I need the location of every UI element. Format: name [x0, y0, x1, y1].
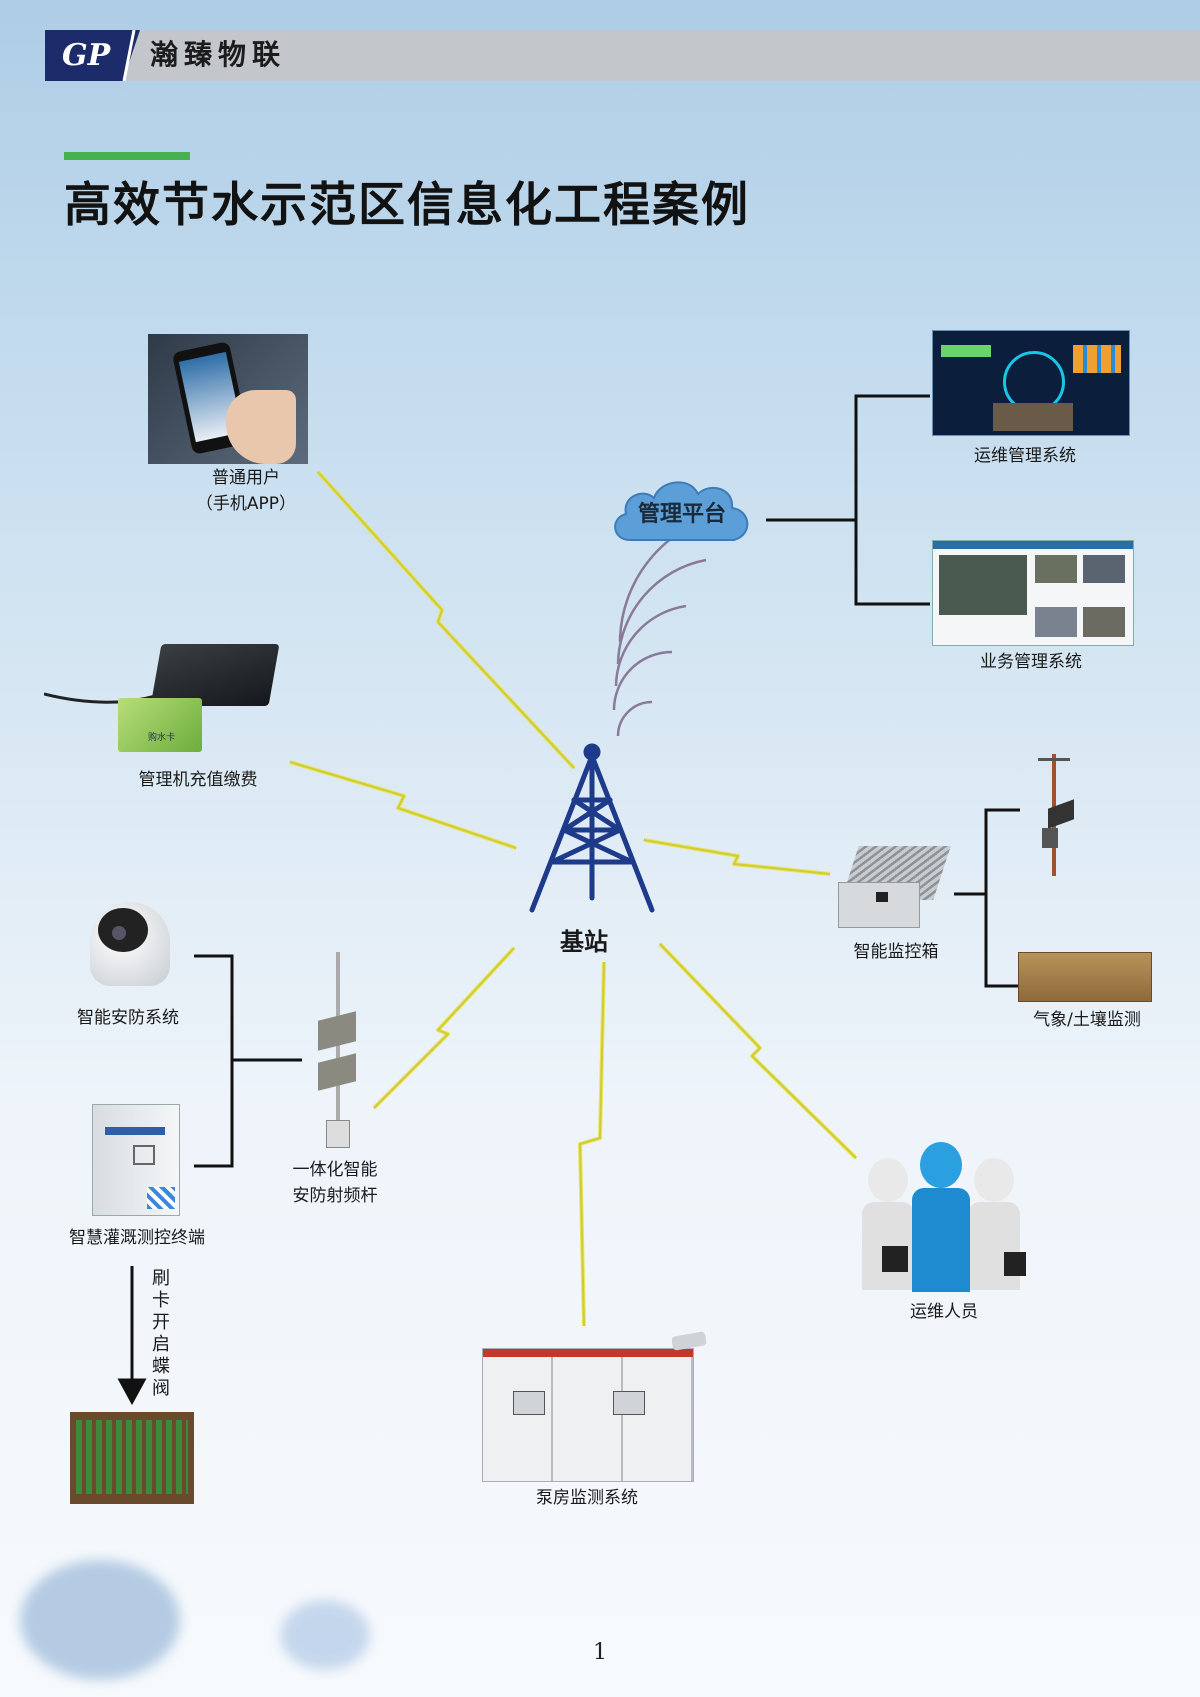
- link-mobile: [316, 470, 576, 770]
- card-reader-cable: [44, 692, 163, 704]
- ops-system-screenshot: [932, 330, 1130, 436]
- header-bar: [45, 30, 1200, 81]
- link-recharge: [289, 760, 517, 850]
- platform-bracket: [766, 394, 930, 606]
- valve-arrow: [117, 1266, 147, 1406]
- security-system-label: 智能安防系统: [77, 1008, 179, 1028]
- water-splash: [280, 1600, 370, 1670]
- link-staff: [658, 942, 858, 1160]
- pump-camera-image: [672, 1328, 712, 1354]
- ops-staff-image: [862, 1142, 1026, 1292]
- business-system-label: 业务管理系统: [980, 652, 1082, 672]
- irrigation-terminal-label: 智慧灌溉测控终端: [69, 1228, 205, 1248]
- link-rf-pole: [372, 946, 516, 1110]
- security-camera-image: [86, 898, 182, 994]
- rf-pole-sublabel: 安防射频杆: [292, 1186, 378, 1206]
- mobile-user-sublabel: （手机APP）: [195, 494, 297, 514]
- swipe-valve-label: 刷卡开启蝶阀: [152, 1268, 170, 1399]
- link-cabinet: [643, 838, 831, 876]
- logo-slash: [122, 30, 136, 81]
- rf-pole-label: 一体化智能: [292, 1160, 378, 1180]
- brand-name: 瀚臻物联: [150, 38, 287, 71]
- smart-cabinet-label: 智能监控箱: [853, 942, 939, 962]
- logo-mark: GP: [62, 38, 111, 73]
- soil-monitor-image: [1018, 952, 1152, 1002]
- platform-label: 管理平台: [637, 502, 726, 527]
- rf-pole-image: [312, 952, 366, 1150]
- card-recharge-label: 管理机充值缴费: [138, 770, 258, 790]
- card-reader-image: 购水卡: [44, 630, 280, 754]
- base-station-label: 基站: [560, 928, 608, 956]
- weather-soil-label: 气象/土壤监测: [1033, 1010, 1141, 1030]
- title-accent-bar: [64, 152, 190, 160]
- ops-staff-label: 运维人员: [910, 1302, 978, 1322]
- cabinet-bracket: [954, 808, 1020, 988]
- platform-cloud: [614, 481, 749, 541]
- page-number: 1: [593, 1640, 607, 1665]
- base-station-tower: [529, 743, 655, 913]
- ops-system-label: 运维管理系统: [974, 446, 1076, 466]
- mobile-user-label: 普通用户: [212, 468, 280, 488]
- weather-station-image: [1030, 744, 1080, 880]
- wireless-links: [289, 470, 858, 1327]
- page-title: 高效节水示范区信息化工程案例: [64, 178, 750, 233]
- irrigation-terminal-image: [92, 1104, 180, 1216]
- business-system-screenshot: [932, 540, 1134, 646]
- link-pump: [578, 961, 606, 1327]
- pump-room-label: 泵房监测系统: [536, 1488, 638, 1508]
- pump-room-image: [482, 1348, 694, 1482]
- security-bracket: [194, 954, 302, 1168]
- smart-cabinet-image: [836, 842, 952, 930]
- mobile-phone-image: [148, 334, 308, 464]
- valve-field-image: [70, 1412, 194, 1504]
- card-text: 购水卡: [148, 733, 176, 743]
- water-splash: [20, 1560, 180, 1680]
